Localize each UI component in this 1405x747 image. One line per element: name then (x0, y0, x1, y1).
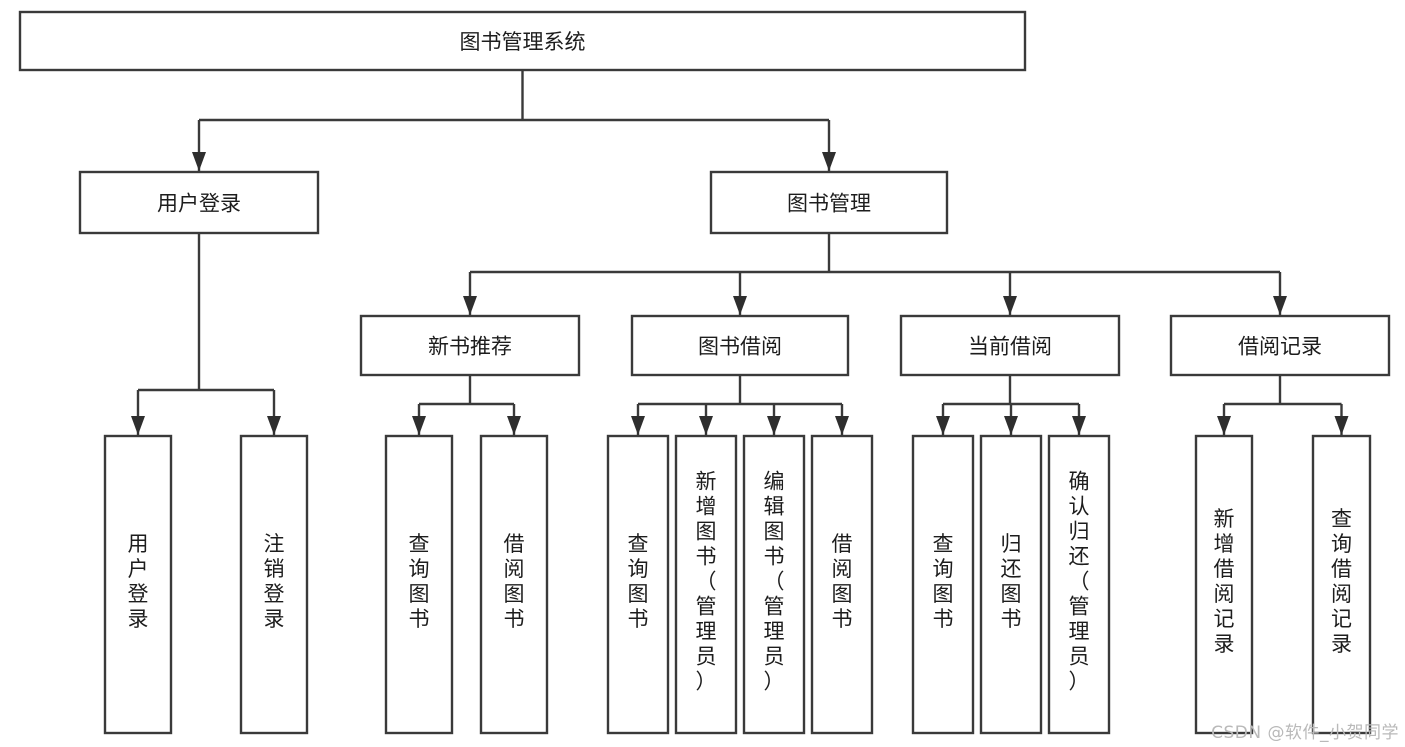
node-box (742, 434, 806, 735)
node-label: 借阅图书 (504, 532, 525, 631)
node-box (911, 434, 975, 735)
arrowhead-icon (1273, 296, 1287, 315)
edge-layer (131, 70, 1349, 436)
node-box (1311, 434, 1372, 735)
node-label: 借阅图书 (832, 532, 853, 631)
node-box (479, 434, 549, 735)
watermark-text: CSDN @软件_小贺同学 (1211, 723, 1399, 743)
node-leaf-add-book[interactable]: 新增图书（管理员） (674, 434, 738, 735)
node-box (709, 170, 949, 235)
node-box (1194, 434, 1254, 735)
node-book-manage[interactable]: 图书管理 (709, 170, 949, 235)
arrowhead-icon (733, 296, 747, 315)
node-leaf-q-book-2[interactable]: 查询图书 (606, 434, 670, 735)
node-borrow-record[interactable]: 借阅记录 (1169, 314, 1391, 377)
arrowhead-icon (507, 416, 521, 435)
node-box (1047, 434, 1111, 735)
arrowhead-icon (1003, 296, 1017, 315)
arrowhead-icon (631, 416, 645, 435)
node-label: 新书推荐 (428, 335, 512, 359)
node-label: 新增借阅记录 (1214, 507, 1235, 656)
node-leaf-add-rec[interactable]: 新增借阅记录 (1194, 434, 1254, 735)
arrowhead-icon (1217, 416, 1231, 435)
node-new-book-rec[interactable]: 新书推荐 (359, 314, 581, 377)
node-box (810, 434, 874, 735)
node-leaf-b-book-1[interactable]: 借阅图书 (479, 434, 549, 735)
arrowhead-icon (463, 296, 477, 315)
node-label: 查询图书 (933, 532, 954, 631)
arrowhead-icon (835, 416, 849, 435)
arrowhead-icon (267, 416, 281, 435)
node-box (384, 434, 454, 735)
node-label: 图书借阅 (698, 335, 782, 359)
node-label: 新增图书（管理员） (696, 470, 717, 694)
node-root[interactable]: 图书管理系统 (18, 10, 1027, 72)
arrowhead-icon (767, 416, 781, 435)
node-leaf-b-book-2[interactable]: 借阅图书 (810, 434, 874, 735)
node-book-borrow[interactable]: 图书借阅 (630, 314, 850, 377)
node-box (78, 170, 320, 235)
node-label: 当前借阅 (968, 335, 1052, 359)
node-leaf-q-book-3[interactable]: 查询图书 (911, 434, 975, 735)
arrowhead-icon (822, 152, 836, 171)
node-leaf-edit-book[interactable]: 编辑图书（管理员） (742, 434, 806, 735)
arrowhead-icon (412, 416, 426, 435)
node-label: 图书管理系统 (460, 30, 586, 54)
node-box (979, 434, 1043, 735)
node-current-borrow[interactable]: 当前借阅 (899, 314, 1121, 377)
node-layer: 图书管理系统用户登录图书管理新书推荐图书借阅当前借阅借阅记录用户登录注销登录查询… (18, 10, 1391, 735)
node-label: 查询借阅记录 (1331, 507, 1352, 656)
arrowhead-icon (131, 416, 145, 435)
node-box (239, 434, 309, 735)
node-label: 用户登录 (157, 192, 241, 216)
node-box (1169, 314, 1391, 377)
node-leaf-return[interactable]: 归还图书 (979, 434, 1043, 735)
node-label: 图书管理 (787, 192, 871, 216)
node-box (359, 314, 581, 377)
arrowhead-icon (936, 416, 950, 435)
node-label: 归还图书 (1001, 532, 1022, 631)
node-label: 注销登录 (264, 532, 285, 631)
node-box (18, 10, 1027, 72)
arrowhead-icon (192, 152, 206, 171)
node-label: 编辑图书（管理员） (764, 470, 785, 694)
node-label: 查询图书 (628, 532, 649, 631)
node-user-login[interactable]: 用户登录 (78, 170, 320, 235)
node-box (630, 314, 850, 377)
node-box (674, 434, 738, 735)
node-leaf-q-rec[interactable]: 查询借阅记录 (1311, 434, 1372, 735)
node-box (899, 314, 1121, 377)
node-box (103, 434, 173, 735)
node-label: 借阅记录 (1238, 335, 1322, 359)
node-box (606, 434, 670, 735)
arrowhead-icon (1072, 416, 1086, 435)
arrowhead-icon (699, 416, 713, 435)
node-leaf-user-login[interactable]: 用户登录 (103, 434, 173, 735)
node-leaf-conf-ret[interactable]: 确认归还（管理员） (1047, 434, 1111, 735)
node-label: 用户登录 (128, 532, 149, 631)
node-leaf-logout[interactable]: 注销登录 (239, 434, 309, 735)
node-label: 查询图书 (409, 532, 430, 631)
arrowhead-icon (1334, 416, 1349, 435)
node-leaf-q-book-1[interactable]: 查询图书 (384, 434, 454, 735)
arrowhead-icon (1004, 416, 1018, 435)
node-label: 确认归还（管理员） (1069, 470, 1090, 694)
